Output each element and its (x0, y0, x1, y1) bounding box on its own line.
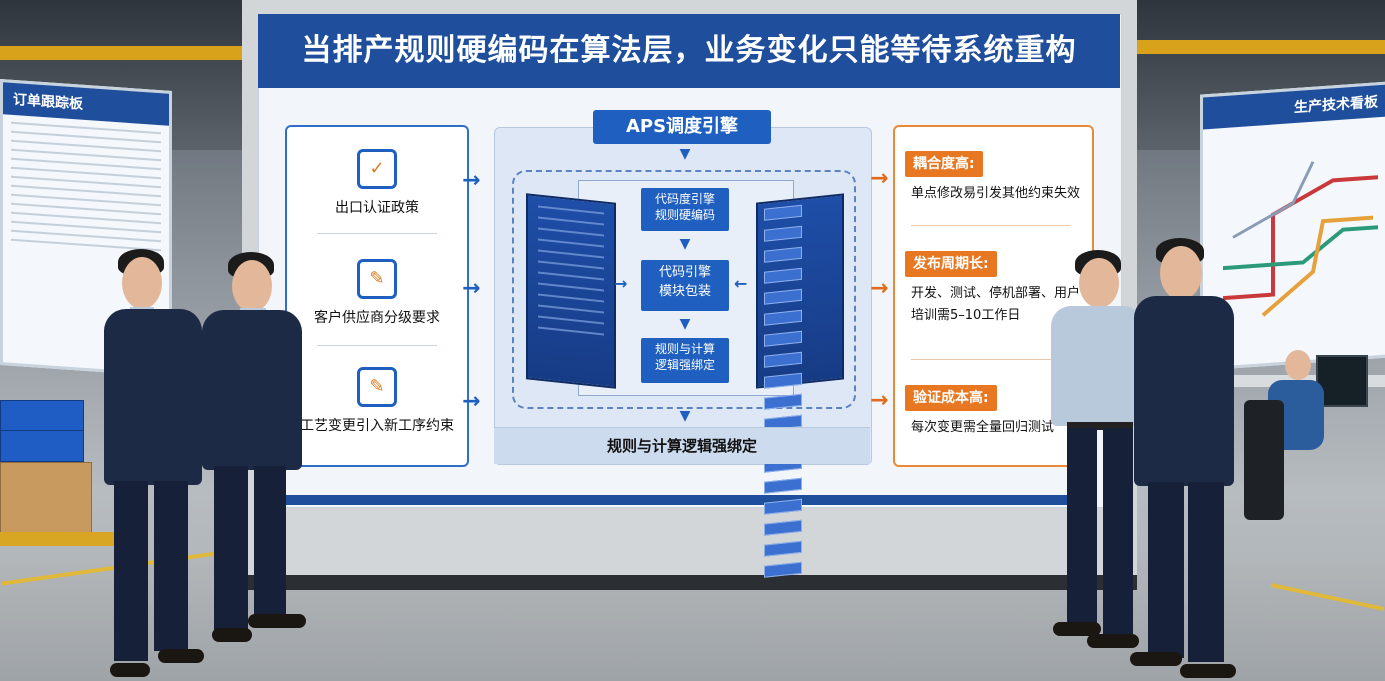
divider (911, 225, 1071, 226)
person-left-2 (200, 250, 310, 650)
tech-board: 生产技术看板 (1200, 81, 1385, 371)
engine-block-title: 规则与计算 (654, 342, 715, 356)
arrow-down-icon: ▼ (679, 316, 691, 332)
divider (911, 359, 1071, 360)
arrow-right-orange-icon: → (870, 276, 889, 301)
arrow-right-icon: → (462, 168, 481, 193)
rule-code-screen (526, 193, 616, 389)
arrow-down-icon: ▼ (679, 146, 691, 162)
arrow-right-icon: → (614, 274, 628, 293)
impact-tag: 耦合度高: (905, 151, 983, 177)
office-chair (1244, 400, 1284, 520)
arrow-left-icon: ← (734, 274, 748, 293)
business-change-panel: ✓ 出口认证政策 ✎ 客户供应商分级要求 ✎ 工艺变更引入新工序约束 (285, 125, 469, 467)
person-left-1 (100, 245, 210, 681)
slide-bottom-stripe (284, 495, 1072, 505)
divider (317, 233, 437, 234)
person-right-2 (1130, 238, 1240, 678)
clipboard-edit-icon: ✎ (357, 367, 397, 407)
left-item: ✎ 工艺变更引入新工序约束 (287, 367, 467, 435)
arrow-right-orange-icon: → (870, 166, 889, 191)
aps-engine-label: APS调度引擎 (593, 110, 771, 144)
engine-block: 代码引擎 模块包装 (641, 260, 729, 311)
pallet (0, 532, 118, 546)
document-edit-icon: ✎ (357, 259, 397, 299)
left-item-label: 客户供应商分级要求 (314, 310, 440, 326)
center-footer: 规则与计算逻辑强绑定 (494, 427, 870, 464)
crane-beam-right (1135, 40, 1385, 54)
engine-block: 规则与计算 逻辑强绑定 (641, 338, 729, 383)
data-grid-screen (756, 193, 844, 578)
flow-chart-graphic (1223, 161, 1378, 317)
impact-text: 开发、测试、停机部署、用户培训需5–10工作日 (911, 286, 1081, 323)
wall-base (242, 575, 1137, 590)
arrow-right-icon: → (462, 276, 481, 301)
arrow-down-icon: ▼ (679, 236, 691, 252)
slide-title: 当排产规则硬编码在算法层，业务变化只能等待系统重构 (258, 14, 1120, 88)
left-item: ✎ 客户供应商分级要求 (287, 259, 467, 327)
engine-block-sub: 模块包装 (658, 284, 711, 299)
storage-bin (0, 430, 84, 462)
engine-block-sub: 规则硬编码 (654, 208, 715, 222)
engine-boundary (512, 170, 856, 409)
crane-beam-left (0, 46, 245, 60)
arrow-down-icon: ▼ (679, 408, 691, 424)
left-item-label: 出口认证政策 (335, 200, 419, 216)
arrow-right-icon: → (462, 389, 481, 414)
divider (317, 345, 437, 346)
cardboard-box (0, 462, 92, 534)
impact-tag: 验证成本高: (905, 385, 997, 411)
impact-text: 每次变更需全量回归测试 (911, 420, 1055, 435)
engine-block-sub: 逻辑强绑定 (654, 358, 715, 372)
left-item-label: 工艺变更引入新工序约束 (300, 418, 454, 434)
board-title: 订单跟踪板 (3, 82, 169, 126)
engine-block-title: 代码度引擎 (654, 192, 715, 206)
engine-block: 代码度引擎 规则硬编码 (641, 188, 729, 231)
left-item: ✓ 出口认证政策 (287, 149, 467, 217)
worker-head (1285, 350, 1311, 380)
person-right-1 (1045, 250, 1145, 650)
arrow-right-orange-icon: → (870, 388, 889, 413)
impact-tag: 发布周期长: (905, 251, 997, 277)
engine-block-title: 代码引擎 (658, 265, 711, 280)
storage-bin (0, 400, 84, 432)
impact-text: 单点修改易引发其他约束失效 (911, 186, 1081, 201)
shield-check-icon: ✓ (357, 149, 397, 189)
